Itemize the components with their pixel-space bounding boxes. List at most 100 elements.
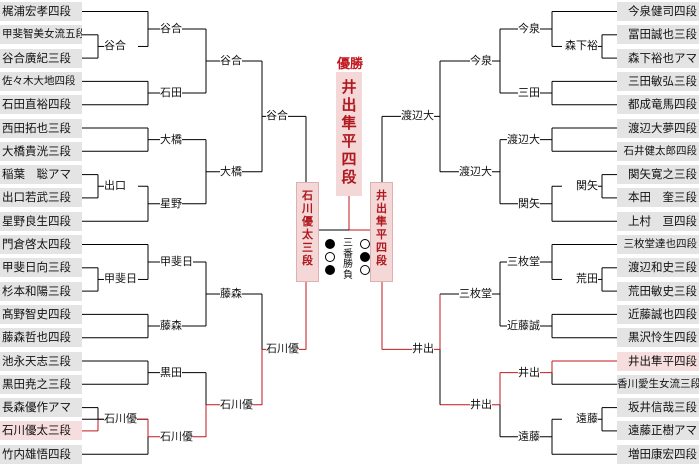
- left-advance-label: 谷合: [266, 109, 288, 123]
- finalist-right-char: 四: [376, 241, 387, 254]
- right-player: 関矢寛之三段: [617, 165, 699, 185]
- right-player: 渡辺大夢四段: [617, 118, 699, 138]
- right-player: 遠藤正樹アマ: [617, 421, 699, 441]
- left-advance-label: 甲斐日: [104, 272, 137, 286]
- champion-name: 井 出 隼 平 四 段: [336, 72, 362, 196]
- finalist-right-char: 平: [376, 228, 387, 241]
- right-advance-label: 三枚堂: [507, 254, 540, 268]
- right-player: 冨田誠也三段: [617, 25, 699, 45]
- win-dot-icon: [360, 252, 370, 262]
- right-advance-label: 井出: [470, 397, 492, 411]
- right-player: 増田康宏四段: [617, 444, 699, 464]
- win-dot-icon: [325, 239, 335, 249]
- right-player: 今泉健司四段: [617, 2, 699, 21]
- right-advance-label: 井出: [518, 365, 540, 379]
- finalist-left-char: 太: [302, 228, 313, 241]
- left-advance-label: 谷合: [220, 54, 242, 67]
- finalist-right-char: 井: [376, 189, 387, 202]
- left-advance-label: 大橋: [220, 164, 242, 178]
- right-player: 坂井信哉三段: [617, 398, 699, 418]
- format-char: 番: [343, 248, 353, 260]
- right-player: 渡辺和史三段: [617, 258, 699, 278]
- finalist-right-name: 井 出 隼 平 四 段: [370, 182, 393, 282]
- left-advance-label: 石川優: [266, 342, 299, 356]
- right-advance-label: 渡辺大: [401, 109, 434, 123]
- left-player: 星野良生四段: [0, 211, 82, 231]
- left-advance-label: 石田: [160, 86, 182, 100]
- left-player: 谷合廣紀三段: [0, 48, 82, 68]
- right-advance-label: 渡辺大: [507, 132, 540, 146]
- right-player: 近藤誠也四段: [617, 304, 699, 324]
- left-player: 杉本和陽三段: [0, 281, 82, 301]
- left-advance-label: 黒田: [160, 365, 182, 379]
- right-advance-label: 荒田: [576, 272, 598, 286]
- win-dot-icon: [325, 265, 335, 275]
- left-advance-label: 星野: [160, 196, 182, 210]
- right-player: 井出隼平四段: [617, 351, 699, 371]
- left-advance-label: 大橋: [160, 132, 182, 146]
- right-player: 上村 亘四段: [617, 211, 699, 231]
- left-player: 藤森哲也四段: [0, 328, 82, 348]
- finalist-left-char: 三: [302, 241, 313, 254]
- finalist-right-char: 段: [376, 254, 387, 267]
- loss-dot-icon: [360, 239, 370, 249]
- right-advance-label: 近藤誠: [507, 319, 540, 333]
- right-advance-label: 関矢: [518, 196, 540, 210]
- finalist-left-char: 石: [302, 189, 313, 202]
- left-player: 髙野智史四段: [0, 304, 82, 324]
- left-advance-label: 藤森: [160, 319, 182, 333]
- left-player: 西田拓也三段: [0, 118, 82, 138]
- left-player: 石田直裕四段: [0, 95, 82, 115]
- right-advance-label: 遠藤: [576, 412, 598, 426]
- right-advance-label: 森下裕: [565, 39, 598, 53]
- left-player: 石川優太三段: [0, 421, 82, 441]
- loss-dot-icon: [360, 265, 370, 275]
- right-player: 本田 奎三段: [617, 188, 699, 208]
- left-player: 大橋貴洸三段: [0, 141, 82, 161]
- left-advance-label: 出口: [104, 179, 126, 193]
- right-advance-label: 三枚堂: [459, 287, 492, 300]
- right-advance-label: 井出: [412, 342, 434, 356]
- format-char: 三: [343, 238, 353, 249]
- left-advance-label: 谷合: [160, 21, 182, 35]
- champion-name-char: 井: [341, 78, 357, 96]
- right-advance-label: 今泉: [518, 21, 540, 35]
- right-player: 三枚堂達也四段: [617, 235, 699, 254]
- finalist-left-char: 優: [302, 215, 313, 228]
- champion-name-char: 出: [341, 96, 357, 114]
- finalist-left-name: 石 川 優 太 三 段: [296, 182, 319, 282]
- finalist-right-char: 隼: [376, 215, 387, 228]
- right-advance-label: 関矢: [576, 179, 598, 193]
- left-advance-label: 石川優: [220, 397, 253, 411]
- left-advance-label: 藤森: [220, 287, 242, 300]
- left-advance-label: 甲斐日: [160, 254, 193, 268]
- right-advance-label: 今泉: [470, 54, 492, 67]
- left-player: 長森優作アマ: [0, 398, 82, 418]
- champion-name-char: 隼: [341, 114, 357, 132]
- left-advance-label: 石川優: [104, 412, 137, 426]
- left-player: 出口若武三段: [0, 188, 82, 208]
- left-player: 佐々木大地四段: [0, 71, 82, 91]
- loss-dot-icon: [325, 252, 335, 262]
- finalist-left-char: 川: [302, 202, 313, 215]
- right-player: 三田敏弘三段: [617, 71, 699, 91]
- right-player: 荒田敏史三段: [617, 281, 699, 301]
- left-player: 稲葉 聡アマ: [0, 165, 82, 185]
- left-player: 竹内雄悟四段: [0, 444, 82, 464]
- left-player: 池永天志三段: [0, 351, 82, 371]
- right-player: 黒沢怜生四段: [617, 328, 699, 348]
- left-player: 梶浦宏孝四段: [0, 2, 82, 21]
- left-advance-label: 石川優: [160, 429, 193, 443]
- left-player: 門倉啓太四段: [0, 235, 82, 254]
- champion-name-char: 四: [341, 150, 357, 168]
- left-advance-label: 谷合: [104, 39, 126, 53]
- right-player: 都成竜馬四段: [617, 95, 699, 115]
- right-player: 石井健太郎四段: [617, 141, 699, 161]
- finalist-right-char: 出: [376, 202, 387, 215]
- right-player: 香川愛生女流三段: [617, 374, 699, 394]
- champion-name-char: 平: [341, 132, 357, 150]
- left-player: 黒田尭之三段: [0, 374, 82, 394]
- format-char: 負: [343, 269, 353, 281]
- champion-title: 優勝: [336, 57, 363, 72]
- right-advance-label: 渡辺大: [459, 164, 492, 178]
